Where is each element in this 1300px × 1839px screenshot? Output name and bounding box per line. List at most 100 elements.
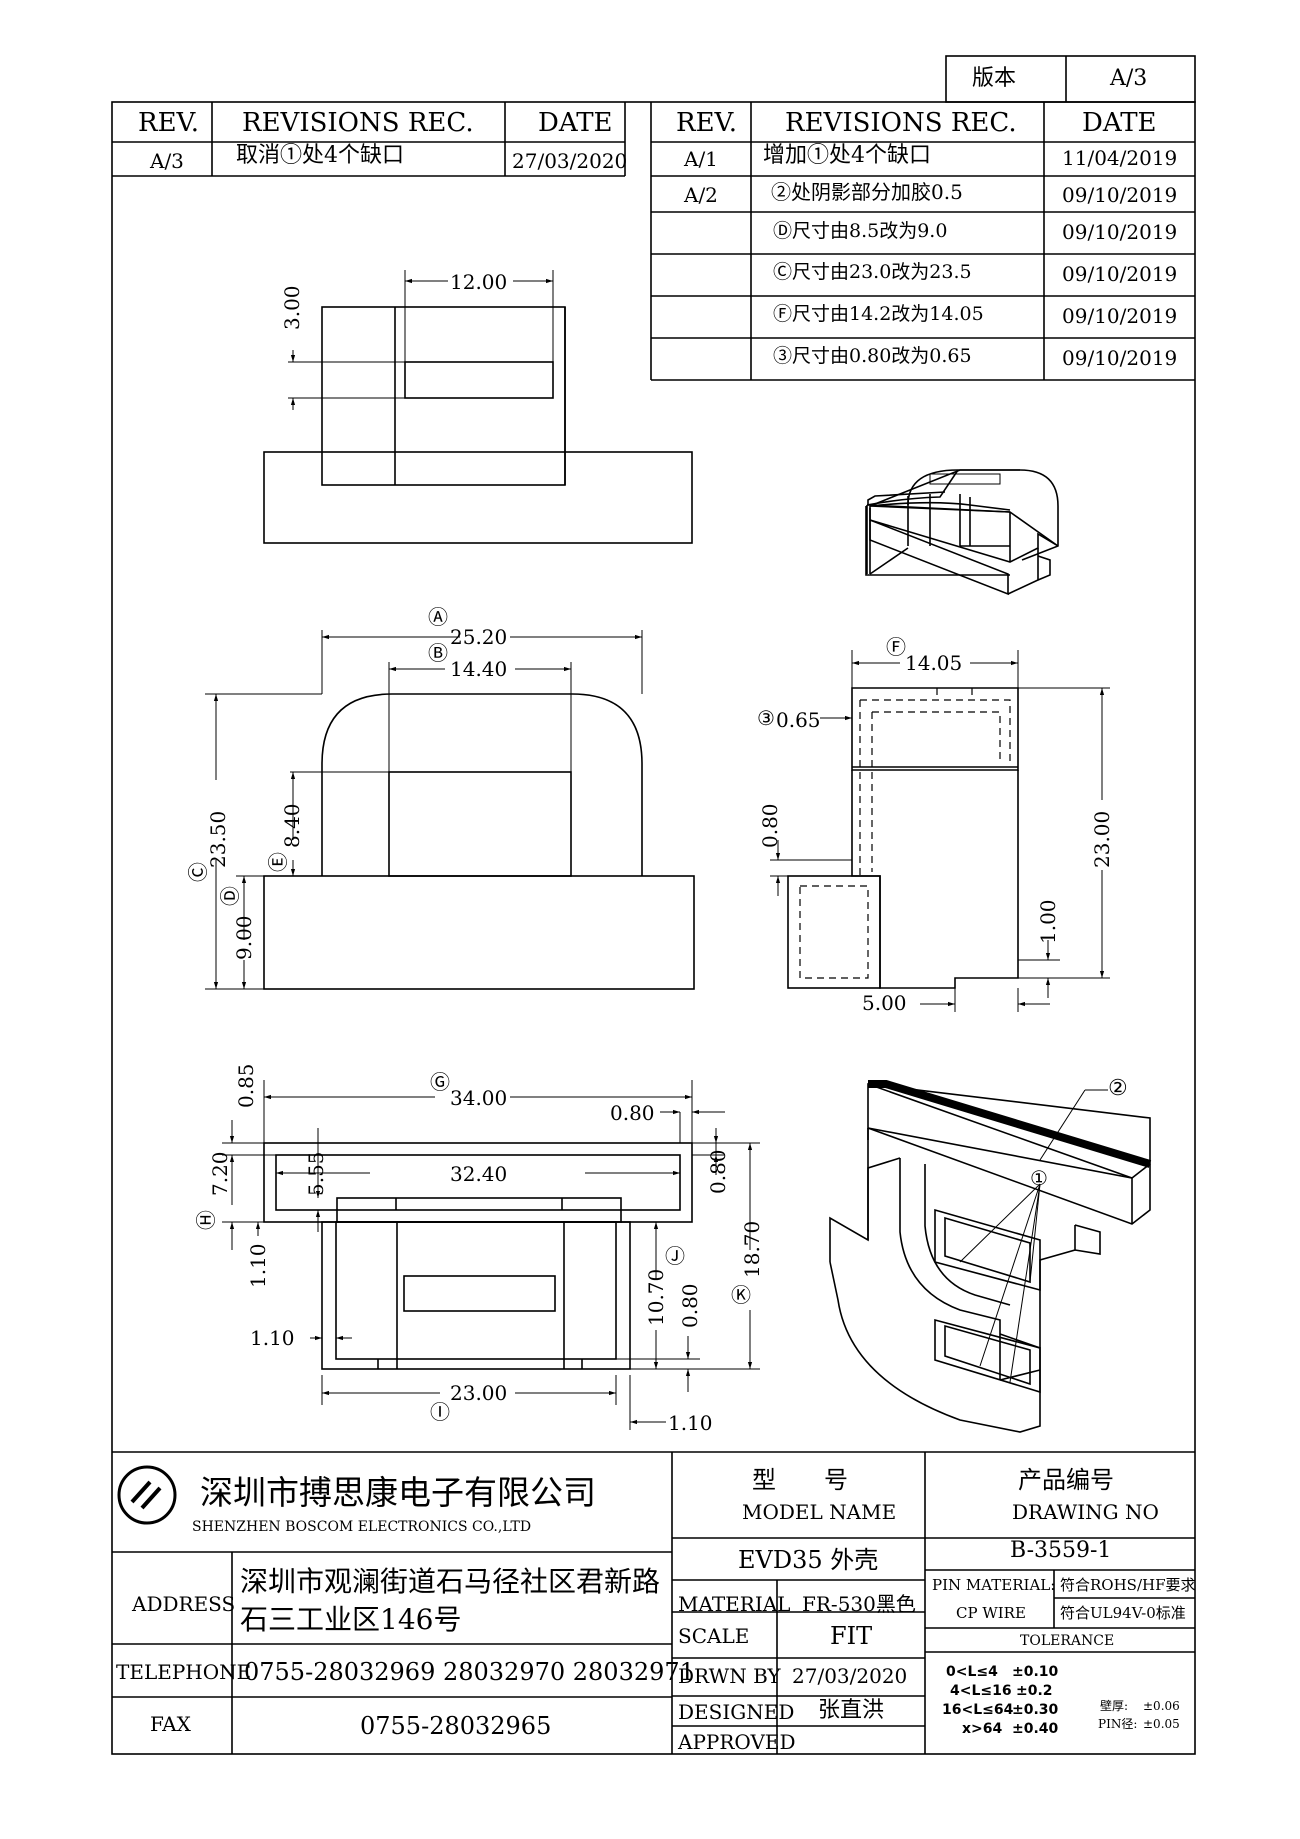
material-value: FR-530黑色	[802, 1592, 916, 1616]
rev-right-row4-date: 09/10/2019	[1062, 262, 1178, 286]
version-value: A/3	[1110, 66, 1148, 91]
approved-label: APPROVED	[678, 1730, 796, 1754]
dim-label-h: Ⓗ	[194, 1210, 218, 1230]
drawing-label-cn: 产品编号	[1018, 1466, 1114, 1494]
wall-tol-value: ±0.06	[1143, 1699, 1180, 1713]
sheet-frame	[111, 101, 1196, 1755]
dim-bottom-110a: 1.10	[246, 1243, 270, 1288]
material-label: MATERIAL	[678, 1592, 791, 1616]
telephone-label: TELEPHONE	[116, 1660, 252, 1684]
ul-note: 符合UL94V-0标准	[1060, 1604, 1186, 1622]
rev-right-row3-rec: Ⓓ尺寸由8.5改为9.0	[773, 220, 948, 242]
rev-right-row2-rec: ②处阴影部分加胶0.5	[771, 180, 963, 204]
rev-right-row2-rev: A/2	[684, 183, 718, 207]
fax-label: FAX	[150, 1712, 191, 1736]
rev-right-row2-date: 09/10/2019	[1062, 183, 1178, 207]
address-line-2: 石三工业区146号	[240, 1603, 462, 1636]
dim-bottom-1870: 18.70	[740, 1220, 764, 1278]
wall-tol-label: 壁厚:	[1100, 1699, 1129, 1713]
dim-side-j: 1.00	[1036, 899, 1060, 944]
front-view	[263, 693, 695, 990]
rev-left-header-rev: REV.	[138, 108, 200, 138]
dim-label-g: Ⓖ	[430, 1070, 450, 1094]
bottom-view	[263, 1142, 693, 1370]
dim-bottom-085: 0.85	[234, 1063, 258, 1108]
dim-bottom-080c: 0.80	[678, 1283, 702, 1328]
dim-bottom-720: 7.20	[208, 1151, 232, 1196]
tol-range-4: x>64	[962, 1721, 1003, 1737]
dim-side-f: 14.05	[905, 651, 963, 675]
dim-bottom-34: 34.00	[450, 1086, 508, 1110]
dim-label-j: Ⓙ	[665, 1244, 685, 1268]
rev-right-row5-date: 09/10/2019	[1062, 304, 1178, 328]
rev-right-header-date: DATE	[1082, 108, 1157, 138]
drawn-by-value: 27/03/2020	[792, 1664, 908, 1688]
rev-right-row1-rev: A/1	[684, 147, 718, 171]
isometric-view-large	[829, 1080, 1152, 1433]
version-label: 版本	[972, 66, 1017, 91]
rev-right-row1-date: 11/04/2019	[1062, 146, 1178, 170]
scale-value: FIT	[830, 1622, 873, 1650]
tol-range-3: 16<L≤64	[942, 1702, 1014, 1718]
rev-right-row3-date: 09/10/2019	[1062, 220, 1178, 244]
callout-2: ②	[1108, 1076, 1128, 1101]
rev-right-row1-rec: 增加①处4个缺口	[763, 143, 931, 168]
tol-range-2: 4<L≤16	[950, 1683, 1012, 1699]
dim-front-b: 14.40	[450, 657, 508, 681]
tol-value-3: ±0.30	[1012, 1702, 1059, 1718]
dim-bottom-110c: 1.10	[668, 1411, 713, 1435]
dim-front-a: 25.20	[450, 625, 508, 649]
dim-label-e: Ⓔ	[266, 852, 290, 872]
rev-right-row4-rec: Ⓒ尺寸由23.0改为23.5	[773, 261, 972, 283]
rev-left-row-rev: A/3	[150, 149, 184, 173]
dim-bottom-3240: 32.40	[450, 1162, 508, 1186]
dim-label-b: Ⓑ	[428, 641, 448, 665]
scale-label: SCALE	[678, 1624, 750, 1648]
drawing-number: B-3559-1	[1010, 1538, 1112, 1563]
dim-label-f: Ⓕ	[886, 635, 906, 659]
drawing-label-en: DRAWING NO	[1012, 1500, 1159, 1524]
model-label-cn: 型 号	[752, 1466, 848, 1494]
address-line-1: 深圳市观澜街道石马径社区君新路	[240, 1565, 661, 1598]
company-name-cn: 深圳市搏思康电子有限公司	[200, 1473, 596, 1512]
dim-label-c: Ⓒ	[186, 862, 210, 882]
dim-bottom-080b: 0.80	[706, 1149, 730, 1194]
dim-front-c: 23.50	[206, 810, 230, 868]
model-label-en: MODEL NAME	[742, 1500, 897, 1524]
callout-1: ①	[1030, 1166, 1048, 1190]
rev-left-header-rec: REVISIONS REC.	[242, 108, 474, 138]
tolerance-label: TOLERANCE	[1020, 1633, 1115, 1649]
dim-side-k: 5.00	[862, 991, 907, 1015]
pin-material-value: CP WIRE	[956, 1604, 1026, 1622]
telephone-value: 0755-28032969 28032970 28032971	[244, 1658, 695, 1686]
dim-side-h: 0.80	[758, 803, 782, 848]
company-name-en: SHENZHEN BOSCOM ELECTRONICS CO.,LTD	[192, 1519, 532, 1535]
drawn-by-label: DRWN BY	[678, 1664, 781, 1688]
dim-bottom-1070: 10.70	[644, 1268, 668, 1326]
dim-label-a: Ⓐ	[428, 605, 448, 629]
dim-label-i: Ⓘ	[430, 1400, 450, 1424]
tol-value-2: ±0.2	[1016, 1683, 1053, 1699]
top-view	[263, 306, 693, 544]
tol-value-1: ±0.10	[1012, 1664, 1059, 1680]
dim-top-height: 3.00	[280, 285, 304, 330]
model-value: EVD35 外壳	[738, 1546, 879, 1574]
designed-label: DESIGNED	[678, 1700, 795, 1724]
fax-value: 0755-28032965	[360, 1712, 552, 1740]
rohs-note: 符合ROHS/HF要求	[1060, 1576, 1196, 1594]
designed-value: 张直洪	[818, 1698, 885, 1723]
dim-bottom-080a: 0.80	[610, 1101, 655, 1125]
pin-material-label: PIN MATERIAL:	[932, 1576, 1056, 1594]
rev-right-row6-rec: ③尺寸由0.80改为0.65	[773, 345, 972, 367]
rev-right-header-rec: REVISIONS REC.	[785, 108, 1017, 138]
dim-bottom-110b: 1.10	[250, 1326, 295, 1350]
side-view	[787, 687, 1019, 989]
rev-left-row-rec: 取消①处4个缺口	[236, 143, 404, 168]
address-label: ADDRESS	[132, 1592, 236, 1616]
dim-bottom-2300: 23.00	[450, 1381, 508, 1405]
dim-top-width: 12.00	[450, 270, 508, 294]
rev-right-row6-date: 09/10/2019	[1062, 346, 1178, 370]
company-logo	[117, 1465, 177, 1525]
dim-side-i: 23.00	[1090, 810, 1114, 868]
